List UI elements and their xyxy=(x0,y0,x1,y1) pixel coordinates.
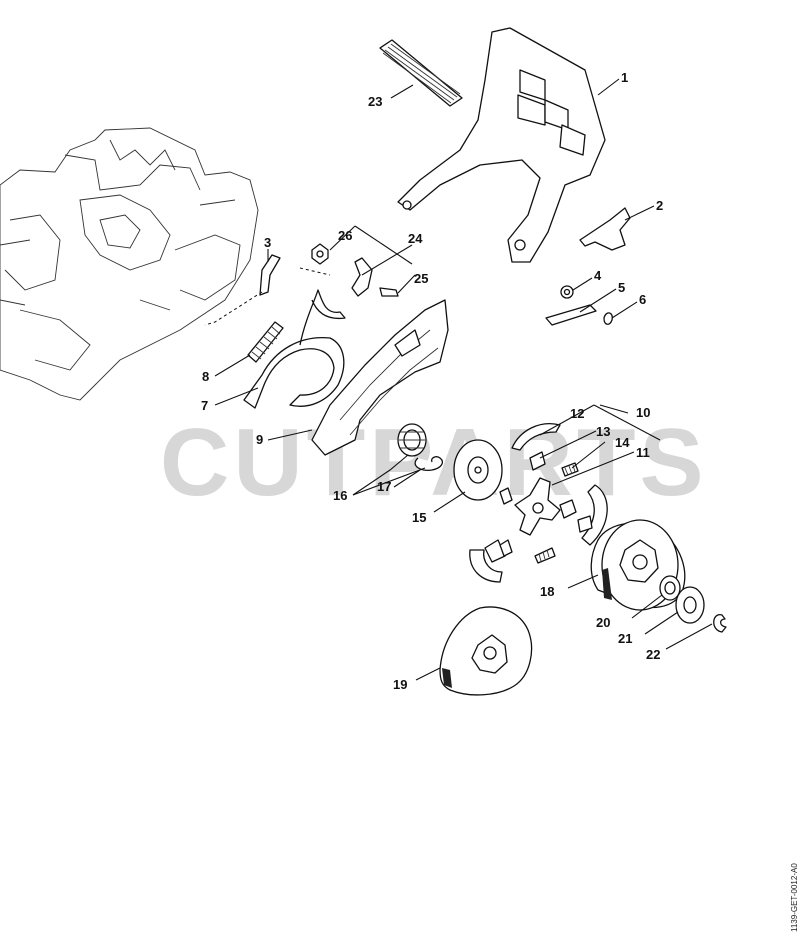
part-16-spring-assembly xyxy=(397,423,427,457)
part-3-clip xyxy=(259,254,281,296)
part-6-clip xyxy=(603,312,613,325)
callout-17: 17 xyxy=(377,479,391,494)
callout-13: 13 xyxy=(596,424,610,439)
part-25-screw xyxy=(379,287,399,297)
engine-block xyxy=(0,127,259,401)
part-17-hook xyxy=(414,456,443,471)
part-19-sprocket-drum xyxy=(439,606,533,696)
callout-5: 5 xyxy=(618,280,625,295)
part-18-clutch-drum xyxy=(590,519,686,611)
callout-11: 11 xyxy=(636,445,650,460)
part-1-hand-guard xyxy=(397,27,606,263)
document-id: 1139-GET-0012-A0 xyxy=(790,863,799,932)
callout-6: 6 xyxy=(639,292,646,307)
callout-10: 10 xyxy=(636,405,650,420)
part-21-washer xyxy=(675,586,705,624)
assembly-line xyxy=(204,291,263,326)
part-10-clutch-shoe-right xyxy=(581,484,608,546)
part-26-nut xyxy=(311,243,329,265)
part-8-spring xyxy=(247,321,284,363)
callout-9: 9 xyxy=(256,432,263,447)
callout-23: 23 xyxy=(368,94,382,109)
part-13-shoe-insert xyxy=(529,451,546,471)
callout-20: 20 xyxy=(596,615,610,630)
callout-16: 16 xyxy=(333,488,347,503)
clutch-shoe-left xyxy=(469,549,503,583)
part-20-needle-bearing xyxy=(659,575,681,601)
callout-24: 24 xyxy=(408,231,423,246)
part-23-grille xyxy=(379,39,463,107)
part-5-lever xyxy=(545,304,597,326)
part-22-e-clip xyxy=(713,614,727,633)
callout-1: 1 xyxy=(621,70,628,85)
callout-labels: 1 2 3 4 5 6 7 8 9 10 11 12 13 14 15 16 1… xyxy=(201,70,663,692)
callout-4: 4 xyxy=(594,268,602,283)
part-9-cover xyxy=(311,299,449,456)
callout-7: 7 xyxy=(201,398,208,413)
callout-2: 2 xyxy=(656,198,663,213)
callout-25: 25 xyxy=(414,271,428,286)
part-7-brake-band xyxy=(243,336,345,409)
part-4-nut xyxy=(560,285,574,299)
callout-19: 19 xyxy=(393,677,407,692)
callout-22: 22 xyxy=(646,647,660,662)
callout-12: 12 xyxy=(570,406,584,421)
callout-8: 8 xyxy=(202,369,209,384)
part-24-lever xyxy=(351,257,373,297)
callout-18: 18 xyxy=(540,584,554,599)
leader-lines xyxy=(214,78,713,681)
part-2-bracket xyxy=(579,207,631,251)
callout-15: 15 xyxy=(412,510,426,525)
callout-26: 26 xyxy=(338,228,352,243)
callout-3: 3 xyxy=(264,235,271,250)
callout-21: 21 xyxy=(618,631,632,646)
part-15-washer xyxy=(453,439,503,501)
callout-14: 14 xyxy=(615,435,630,450)
